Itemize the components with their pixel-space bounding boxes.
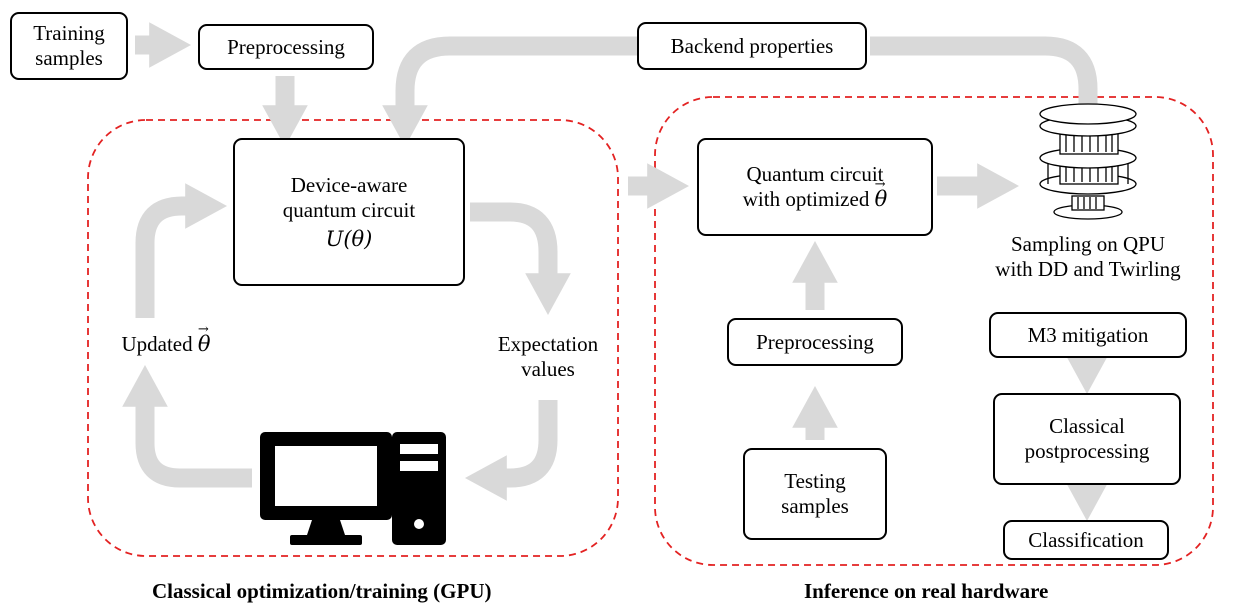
sampling-text: Sampling on QPU with DD and Twirling	[978, 232, 1198, 282]
testing-samples-line1: Testing	[784, 469, 846, 493]
inference-region	[654, 96, 1214, 566]
classification-box: Classification	[1003, 520, 1169, 560]
arrow-expectation-to-computer	[465, 400, 558, 501]
updated-label: Updated	[121, 332, 193, 356]
classical-postprocessing-line2: postprocessing	[1024, 439, 1150, 463]
m3-mitigation-label: M3 mitigation	[1027, 322, 1149, 347]
training-region	[87, 119, 619, 557]
quantum-circuit-line2-text: with optimized	[742, 187, 870, 211]
theta-symbol: θ	[875, 172, 888, 212]
quantum-circuit-line2: with optimized θ	[742, 172, 888, 212]
preprocessing-inference-label: Preprocessing	[756, 329, 874, 354]
arrow-backend-to-qpu	[870, 36, 1098, 108]
computer-tower-icon	[392, 432, 446, 545]
training-samples-label: Training samples	[33, 21, 105, 70]
classical-postprocessing-line1: Classical	[1049, 414, 1125, 438]
device-aware-line2: quantum circuit	[282, 197, 416, 222]
classical-postprocessing-box: Classical postprocessing	[993, 393, 1181, 485]
arrow-updated-to-circuit	[135, 183, 227, 318]
arrow-backend-to-circuit	[382, 36, 637, 147]
device-aware-circuit-box: Device-aware quantum circuit U(θ)	[233, 138, 465, 286]
arrow-computer-to-updated	[122, 365, 252, 488]
training-samples-box: Training samples	[10, 12, 128, 80]
preprocessing-box: Preprocessing	[198, 24, 374, 70]
testing-samples-line2: samples	[781, 494, 849, 518]
testing-samples-box: Testing samples	[743, 448, 887, 540]
m3-mitigation-box: M3 mitigation	[989, 312, 1187, 358]
sampling-line1: Sampling on QPU	[1010, 232, 1165, 256]
expectation-line1: Expectation	[497, 332, 599, 356]
quantum-circuit-box: Quantum circuit with optimized θ	[697, 138, 933, 236]
expectation-values-text: Expectation values	[470, 332, 626, 382]
qpu-chip-icon	[1039, 103, 1137, 220]
preprocessing-label: Preprocessing	[227, 34, 345, 59]
preprocessing-inference-box: Preprocessing	[727, 318, 903, 366]
updated-theta-text: Updated θ	[96, 317, 236, 357]
backend-properties-label: Backend properties	[670, 33, 834, 58]
inference-region-caption: Inference on real hardware	[804, 579, 1049, 603]
backend-properties-box: Backend properties	[637, 22, 867, 70]
unitary-label: U(θ)	[325, 226, 373, 251]
quantum-circuit-line1: Quantum circuit	[746, 162, 884, 186]
arrow-circuit-to-expectation	[470, 202, 571, 315]
classification-label: Classification	[1028, 527, 1144, 552]
sampling-line2: with DD and Twirling	[995, 257, 1181, 281]
device-aware-line1: Device-aware	[290, 172, 408, 197]
expectation-line2: values	[521, 357, 575, 381]
computer-monitor-icon	[260, 432, 392, 545]
training-region-caption: Classical optimization/training (GPU)	[152, 579, 492, 603]
updated-theta-symbol: θ	[198, 317, 211, 357]
